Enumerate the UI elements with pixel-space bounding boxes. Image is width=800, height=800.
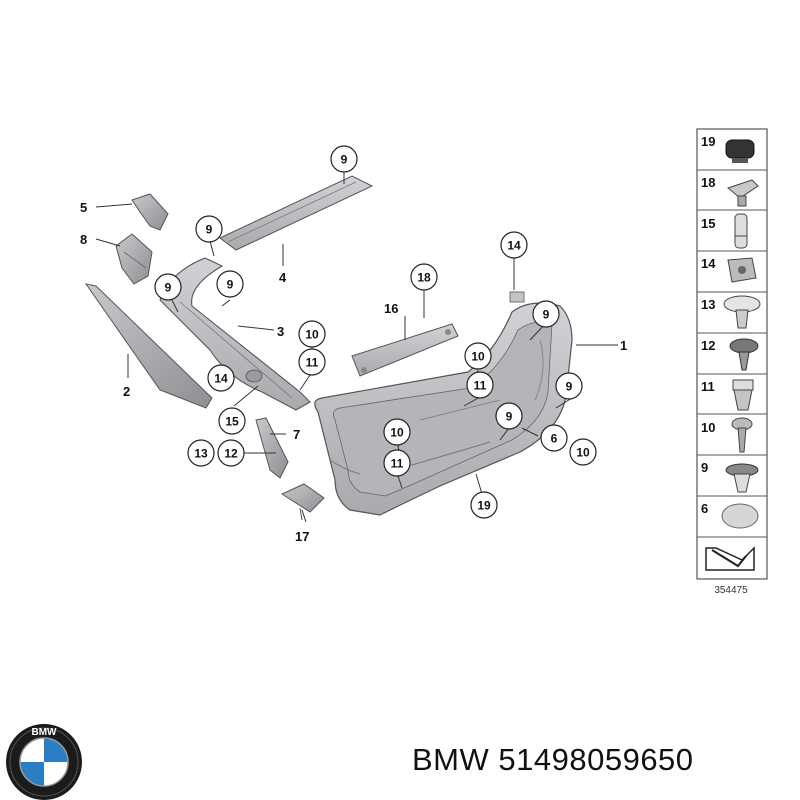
part-17-cover — [280, 483, 325, 521]
brand-part-number-caption: BMW 51498059650 — [412, 742, 694, 778]
svg-text:BMW: BMW — [32, 727, 58, 738]
svg-text:10: 10 — [471, 350, 485, 364]
part-4-upper-trim-strip — [219, 175, 374, 251]
direction-arrow-icon — [705, 546, 755, 571]
svg-text:10: 10 — [576, 446, 590, 460]
svg-text:14: 14 — [214, 372, 228, 386]
callout-12: 12 — [217, 439, 245, 467]
legend-num-9: 9 — [701, 460, 708, 475]
label-5: 5 — [80, 200, 87, 215]
fastener-9-clip-icon — [725, 463, 759, 493]
label-4: 4 — [279, 270, 287, 285]
callout-10-pillar: 10 — [298, 320, 326, 348]
callout-9-panel-middle: 9 — [495, 402, 523, 430]
svg-text:10: 10 — [390, 426, 404, 440]
legend-num-18: 18 — [701, 175, 715, 190]
part-16-trim-piece — [351, 323, 459, 377]
label-3: 3 — [277, 324, 284, 339]
legend-num-11: 11 — [701, 379, 715, 394]
svg-text:10: 10 — [305, 328, 319, 342]
callout-10-panel-right: 10 — [569, 438, 597, 466]
legend-num-13: 13 — [701, 297, 715, 312]
callout-9-top: 9 — [330, 145, 358, 173]
callout-6: 6 — [540, 424, 568, 452]
fastener-18-clip-icon — [726, 179, 759, 207]
legend-num-15: 15 — [701, 216, 715, 231]
svg-text:14: 14 — [507, 239, 521, 253]
callout-11-pillar: 11 — [298, 348, 326, 376]
legend-num-10: 10 — [701, 420, 715, 435]
legend-num-14: 14 — [701, 256, 716, 271]
callout-19: 19 — [470, 491, 498, 519]
svg-text:19: 19 — [477, 499, 491, 513]
fastener-19-plug-icon — [725, 139, 755, 163]
label-2: 2 — [123, 384, 130, 399]
part-5-bracket — [131, 193, 169, 231]
svg-text:9: 9 — [206, 223, 213, 237]
fastener-6-cap-icon — [721, 503, 759, 529]
callout-13: 13 — [187, 439, 215, 467]
part-8-mount — [115, 233, 153, 285]
label-7: 7 — [293, 427, 300, 442]
callout-9-pillar-right: 9 — [216, 270, 244, 298]
label-17: 17 — [295, 529, 309, 544]
part-1-tailgate-trim-panel — [314, 291, 573, 516]
svg-text:13: 13 — [194, 447, 208, 461]
label-1: 1 — [620, 338, 627, 353]
svg-text:9: 9 — [506, 410, 513, 424]
callout-11-panel-lower: 11 — [383, 449, 411, 477]
fastener-14-clip-nut-icon — [727, 257, 757, 283]
svg-text:6: 6 — [551, 432, 558, 446]
svg-text:9: 9 — [227, 278, 234, 292]
diagram-reference-number: 354475 — [714, 585, 748, 596]
fastener-11-expansion-nut-icon — [732, 379, 754, 411]
part-number: 51498059650 — [498, 742, 694, 777]
bmw-logo: BMW — [6, 724, 82, 800]
callout-18: 18 — [410, 263, 438, 291]
callout-9-panel-right: 9 — [555, 372, 583, 400]
callout-9-pillar-top: 9 — [195, 215, 223, 243]
leader-lines — [95, 172, 618, 523]
svg-text:9: 9 — [543, 308, 550, 322]
svg-text:18: 18 — [417, 271, 431, 285]
brand-name: BMW — [412, 742, 490, 777]
svg-text:11: 11 — [391, 457, 404, 471]
svg-text:15: 15 — [225, 415, 239, 429]
callout-14-right: 14 — [500, 231, 528, 259]
svg-text:11: 11 — [306, 356, 319, 370]
callout-11-panel: 11 — [466, 371, 494, 399]
callout-15: 15 — [218, 407, 246, 435]
callout-14-left: 14 — [207, 364, 235, 392]
callout-9-pillar-left: 9 — [154, 273, 182, 301]
fastener-12-screw-icon — [729, 338, 759, 371]
fastener-10-screw-icon — [731, 417, 753, 453]
svg-text:12: 12 — [224, 447, 238, 461]
callout-9-panel-top: 9 — [532, 300, 560, 328]
label-8: 8 — [80, 232, 87, 247]
callout-10-panel: 10 — [464, 342, 492, 370]
part-2-side-strip — [84, 283, 213, 409]
callout-10-panel-lower: 10 — [383, 418, 411, 446]
svg-text:9: 9 — [165, 281, 172, 295]
fastener-legend-panel: 19 18 15 14 13 12 11 10 9 6 — [696, 128, 768, 596]
part-7-small-trim — [255, 417, 289, 479]
legend-num-6: 6 — [701, 501, 708, 516]
legend-num-19: 19 — [701, 134, 715, 149]
legend-num-12: 12 — [701, 338, 715, 353]
svg-text:11: 11 — [474, 379, 487, 393]
label-16: 16 — [384, 301, 398, 316]
svg-text:9: 9 — [566, 380, 573, 394]
fastener-13-push-rivet-icon — [723, 295, 761, 329]
svg-text:9: 9 — [341, 153, 348, 167]
fastener-15-pin-icon — [734, 213, 748, 249]
